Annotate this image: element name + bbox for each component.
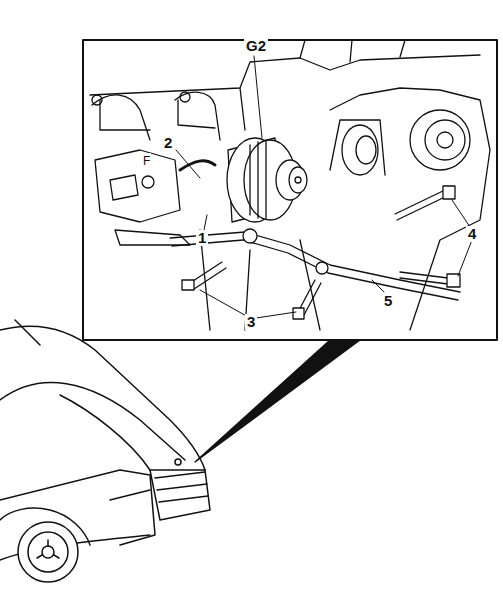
pointer-wedge (195, 340, 360, 462)
callout-number: 2 (162, 135, 174, 151)
leader-lines (176, 56, 472, 318)
inset-frame (83, 40, 497, 340)
callout-number: 5 (382, 293, 394, 309)
callout-number: 3 (245, 314, 257, 330)
callout-number: G2 (244, 38, 268, 54)
car-body (0, 320, 210, 582)
callout-number: F (142, 153, 151, 169)
callout-number: 1 (196, 230, 208, 246)
engine-detail (90, 40, 490, 330)
callout-number: 4 (466, 226, 478, 242)
